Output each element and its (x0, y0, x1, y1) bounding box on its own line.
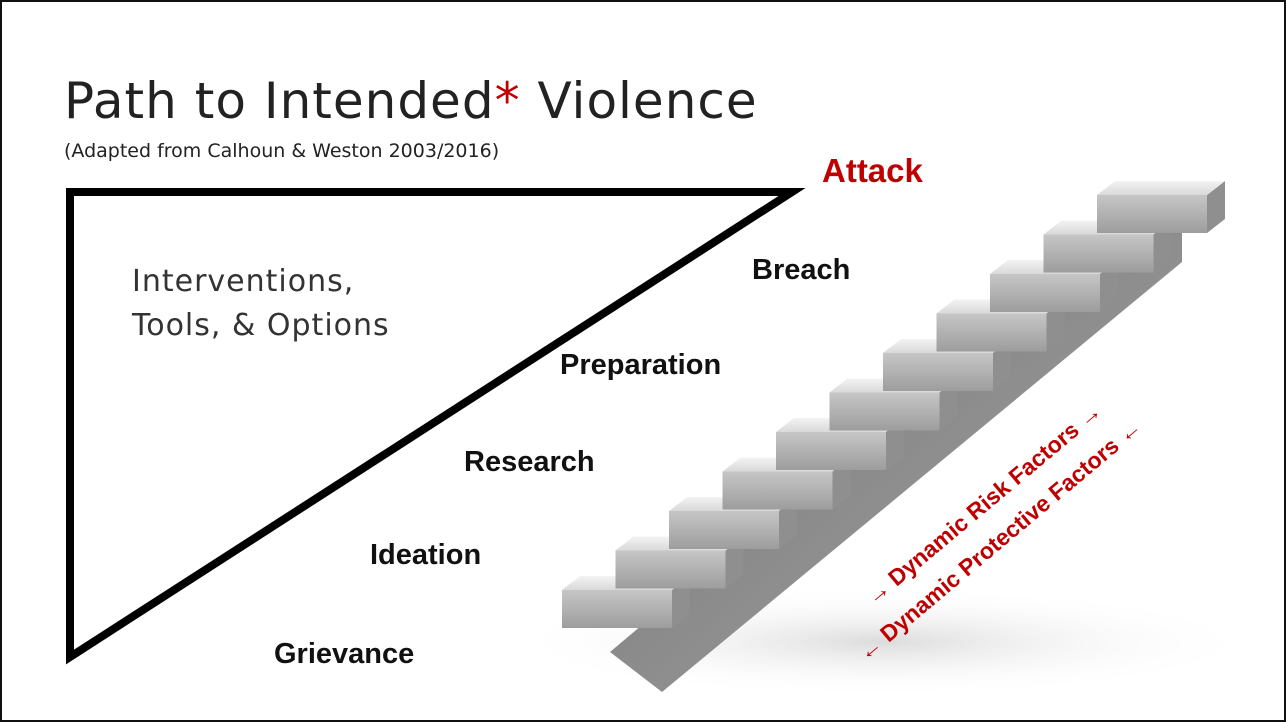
step-side-face (1046, 299, 1065, 352)
step-side-face (779, 497, 797, 549)
step-side-face (993, 339, 1011, 391)
step-side-face (1100, 260, 1118, 312)
title-end: Violence (520, 72, 758, 130)
interventions-line-2: Tools, & Options (132, 308, 390, 343)
step-front-face (562, 590, 672, 628)
step-front-face (669, 511, 779, 549)
page-title: Path to Intended* Violence (64, 72, 758, 130)
step-side-face (939, 378, 958, 431)
step-side-face (832, 457, 851, 510)
title-asterisk: * (494, 72, 521, 130)
step-front-face (1097, 195, 1207, 233)
step-side-face (1207, 181, 1225, 233)
step-front-face (936, 313, 1047, 352)
step-front-face (829, 392, 940, 431)
stair-step (1097, 181, 1225, 233)
interventions-line-1: Interventions, (132, 264, 355, 299)
stair-step (669, 497, 797, 549)
interventions-triangle (66, 188, 806, 665)
stage-ideation: Ideation (370, 539, 482, 571)
step-front-face (615, 550, 726, 589)
step-top-face (1097, 181, 1225, 195)
page-subtitle: (Adapted from Calhoun & Weston 2003/2016… (64, 140, 500, 162)
step-front-face (1043, 234, 1154, 273)
steps-group (562, 181, 1225, 628)
stage-preparation: Preparation (560, 349, 722, 381)
step-front-face (883, 353, 993, 391)
step-side-face (1153, 220, 1172, 273)
stage-grievance: Grievance (274, 638, 415, 670)
stage-breach: Breach (752, 254, 851, 286)
interventions-label: Interventions, Tools, & Options (132, 260, 390, 348)
step-front-face (722, 471, 833, 510)
step-side-face (672, 576, 690, 628)
title-main: Path to Intended (64, 72, 495, 130)
step-side-face (886, 418, 904, 470)
stage-research: Research (464, 446, 595, 478)
step-side-face (725, 536, 744, 589)
stage-attack: Attack (822, 152, 923, 189)
step-front-face (776, 432, 886, 470)
step-front-face (990, 274, 1100, 312)
